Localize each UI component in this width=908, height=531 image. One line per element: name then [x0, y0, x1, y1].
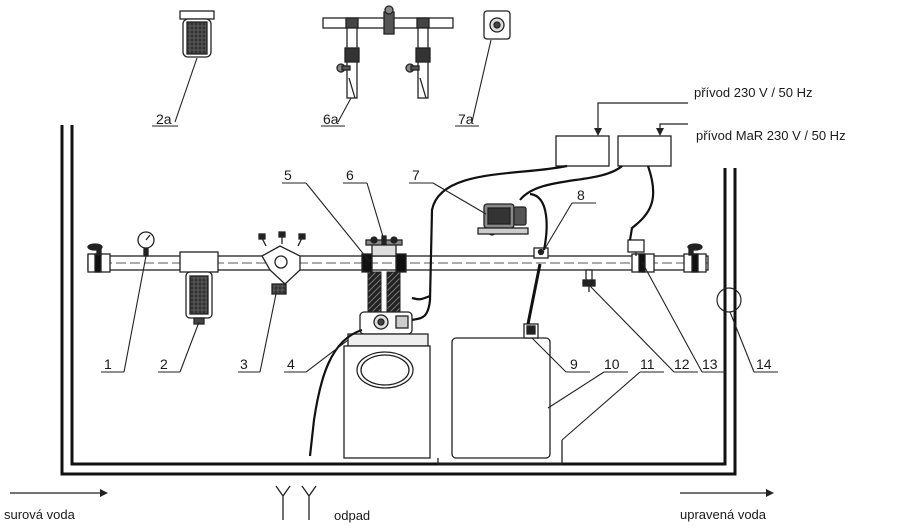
- label-14: 14: [756, 356, 772, 372]
- caption-treated-water: upravená voda: [680, 507, 767, 522]
- label-11: 11: [640, 356, 655, 372]
- label-5: 5: [284, 167, 292, 183]
- control-box-1: [555, 135, 610, 167]
- label-10: 10: [604, 356, 620, 372]
- label-13: 13: [702, 356, 718, 372]
- component-8-injection-point: [533, 247, 549, 259]
- label-7: 7: [412, 167, 420, 183]
- basin-outline: [60, 125, 737, 476]
- label-2: 2: [160, 356, 168, 372]
- control-box-2: [617, 135, 672, 167]
- component-2a-filter-housing: [179, 10, 215, 58]
- component-12-sampling-valve: [582, 269, 596, 292]
- label-12: 12: [674, 356, 690, 372]
- caption-power-supply: přívod 230 V / 50 Hz: [694, 85, 813, 100]
- label-2a: 2a: [156, 111, 172, 127]
- component-13-sensor: [627, 239, 645, 256]
- flow-arrowheads: [100, 489, 774, 497]
- component-7a-dosing-pump: [483, 10, 511, 40]
- label-7a: 7a: [458, 111, 474, 127]
- number-leaders: [101, 182, 778, 441]
- caption-drain: odpad: [334, 508, 370, 523]
- component-2-mechanical-filter: [179, 251, 219, 325]
- caption-power-supply-mar: přívod MaR 230 V / 50 Hz: [696, 128, 846, 143]
- component-10-chemical-tank: [451, 323, 551, 459]
- drain-symbol: [275, 485, 317, 520]
- component-4-softener: [343, 311, 431, 459]
- component-7-dosing-pump: [477, 203, 529, 236]
- caption-raw-water: surová voda: [4, 507, 76, 522]
- label-4: 4: [287, 356, 295, 372]
- label-9: 9: [570, 356, 578, 372]
- label-1: 1: [104, 356, 112, 372]
- power-leaders: [597, 102, 688, 130]
- label-8: 8: [577, 187, 585, 203]
- component-5-braided-hoses: [367, 271, 401, 317]
- main-pipeline: [87, 231, 709, 273]
- label-6: 6: [346, 167, 354, 183]
- top-leaders: [152, 39, 492, 127]
- power-arrowheads: [594, 128, 664, 136]
- component-6a-bypass: [322, 5, 454, 99]
- detail-circle-14: [716, 287, 742, 313]
- label-3: 3: [240, 356, 248, 372]
- label-6a: 6a: [323, 111, 339, 127]
- cables: [308, 164, 655, 457]
- tank-base: [437, 440, 563, 465]
- component-3-pressure-reducer: [258, 231, 306, 295]
